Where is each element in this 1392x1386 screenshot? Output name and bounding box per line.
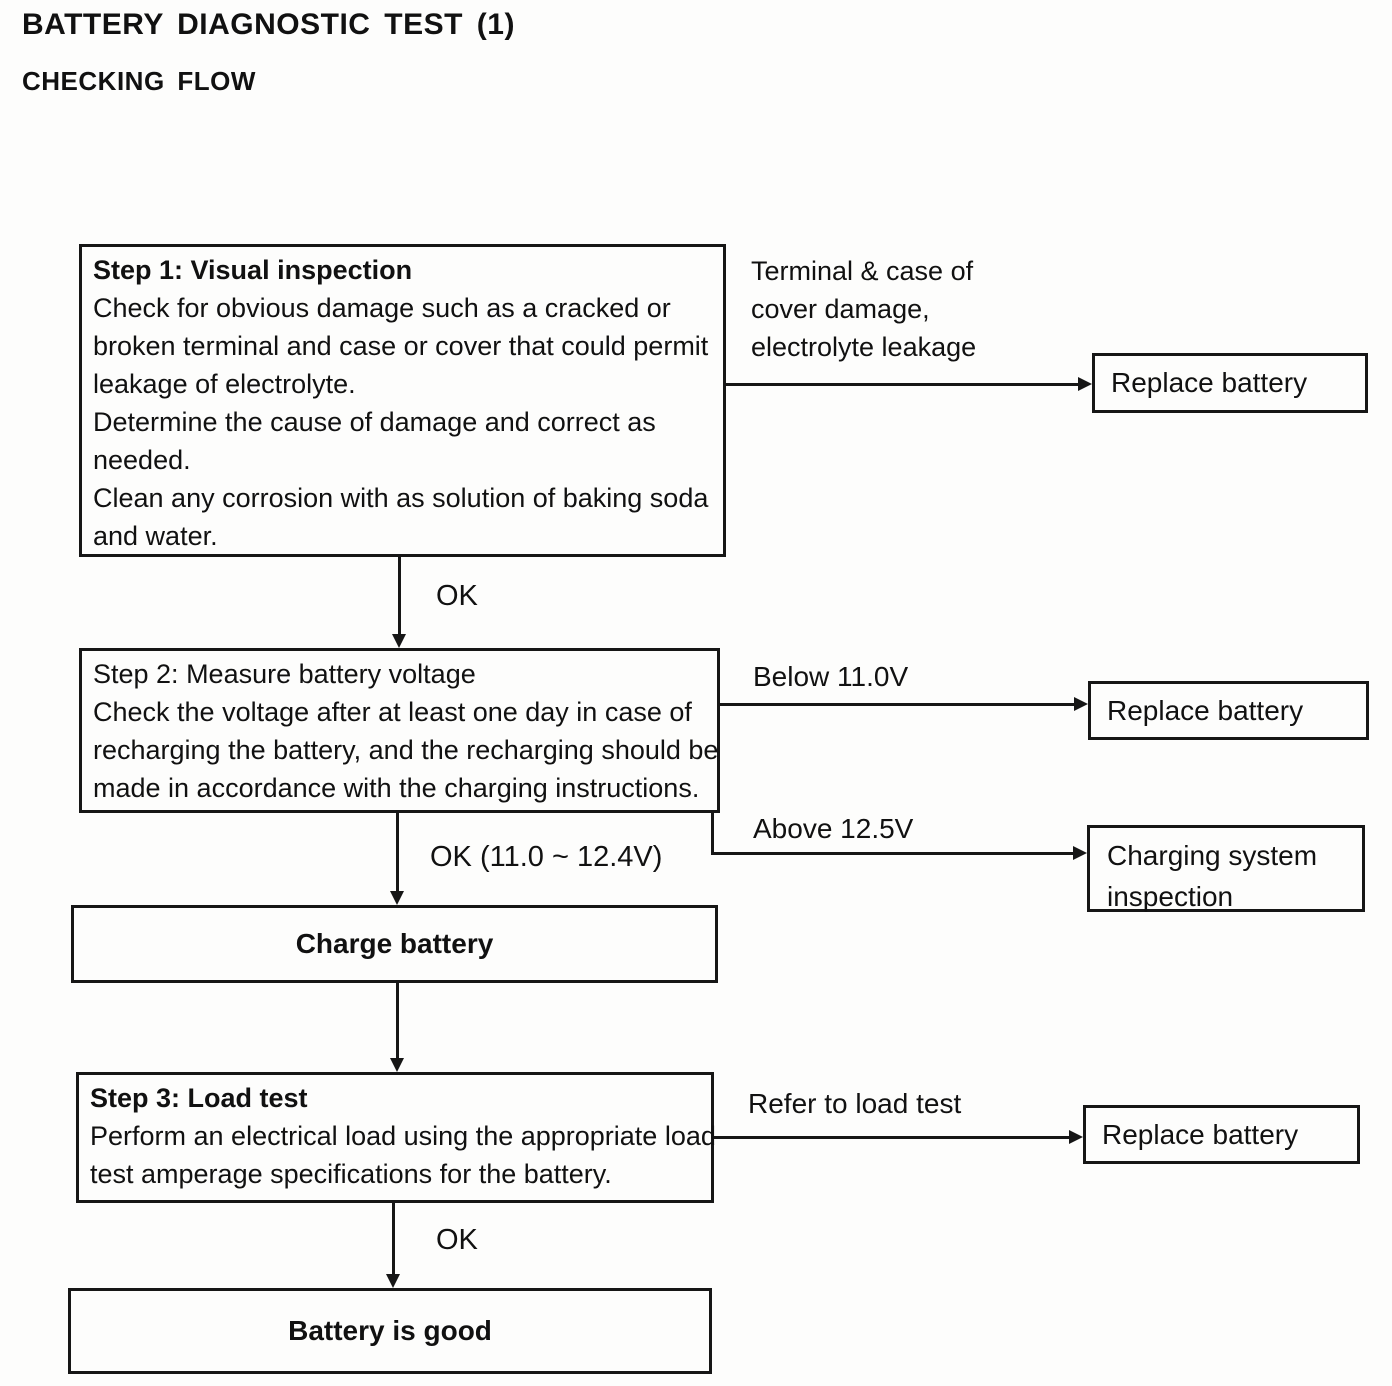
section-heading: CHECKING FLOW — [22, 66, 256, 96]
replace-battery-box-2: Replace battery — [1088, 681, 1369, 740]
step3-text-line: Perform an electrical load using the app… — [90, 1121, 716, 1151]
connector-step2-elbow-vertical — [711, 812, 714, 855]
battery-is-good-box: Battery is good — [68, 1288, 712, 1374]
step2-text-line: recharging the battery, and the rechargi… — [93, 735, 719, 765]
step1-visual-inspection-box: Step 1: Visual inspection Check for obvi… — [79, 244, 726, 557]
replace-battery-label: Replace battery — [1102, 1118, 1299, 1150]
step3-load-test-box: Step 3: Load test Perform an electrical … — [76, 1072, 716, 1203]
branch-label-terminal-damage: Terminal & case of cover damage, electro… — [751, 252, 976, 366]
branch-label-line: Terminal & case of — [751, 256, 974, 286]
charge-battery-box: Charge battery — [71, 905, 718, 983]
charging-inspection-line: inspection — [1107, 881, 1234, 912]
replace-battery-label: Replace battery — [1111, 367, 1308, 398]
step2-text-line: made in accordance with the charging ins… — [93, 773, 700, 803]
arrowhead-right-icon — [1078, 377, 1092, 391]
step3-text-line: test amperage specifications for the bat… — [90, 1159, 612, 1189]
step2-text-line: Check the voltage after at least one day… — [93, 697, 692, 727]
connector-step3-to-good — [392, 1202, 395, 1276]
charging-inspection-line: Charging system — [1107, 840, 1318, 871]
step2-measure-voltage-box: Step 2: Measure battery voltage Check th… — [79, 648, 720, 813]
arrowhead-down-icon — [386, 1274, 400, 1288]
step1-text-line: leakage of electrolyte. — [93, 369, 356, 399]
step1-text-line: broken terminal and case or cover that c… — [93, 331, 709, 361]
arrowhead-down-icon — [392, 634, 406, 648]
edge-label-ok-3: OK — [436, 1224, 478, 1256]
connector-step1-to-step2 — [398, 557, 401, 637]
connector-step2-to-charge — [396, 812, 399, 893]
connector-step3-to-replace3 — [714, 1136, 1071, 1139]
arrowhead-down-icon — [390, 891, 404, 905]
replace-battery-box-1: Replace battery — [1092, 353, 1368, 413]
edge-label-ok-2: OK (11.0 ~ 12.4V) — [430, 841, 663, 873]
step1-heading: Step 1: Visual inspection — [93, 255, 413, 285]
replace-battery-label: Replace battery — [1107, 694, 1304, 726]
arrowhead-right-icon — [1074, 697, 1088, 711]
branch-label-line: electrolyte leakage — [751, 332, 977, 362]
arrowhead-down-icon — [390, 1058, 404, 1072]
step1-text-line: Check for obvious damage such as a crack… — [93, 293, 671, 323]
connector-step2-to-replace2 — [719, 703, 1076, 706]
connector-step2-to-charging-inspection — [711, 852, 1075, 855]
battery-is-good-label: Battery is good — [288, 1315, 492, 1346]
arrowhead-right-icon — [1069, 1130, 1083, 1144]
step1-text-line: needed. — [93, 445, 191, 475]
page-title: BATTERY DIAGNOSTIC TEST (1) — [22, 8, 515, 41]
charge-battery-label: Charge battery — [295, 928, 494, 959]
branch-label-line: cover damage, — [751, 294, 930, 324]
branch-label-below-voltage: Below 11.0V — [753, 661, 909, 692]
replace-battery-box-3: Replace battery — [1083, 1105, 1360, 1164]
connector-charge-to-step3 — [396, 983, 399, 1060]
edge-label-ok-1: OK — [436, 580, 478, 612]
branch-label-refer-load-test: Refer to load test — [748, 1088, 962, 1119]
step1-text-line: Determine the cause of damage and correc… — [93, 407, 656, 437]
step2-heading: Step 2: Measure battery voltage — [93, 659, 476, 689]
branch-label-above-voltage: Above 12.5V — [753, 813, 914, 844]
charging-system-inspection-box: Charging system inspection — [1087, 825, 1365, 912]
step1-text-line: Clean any corrosion with as solution of … — [93, 483, 709, 513]
arrowhead-right-icon — [1073, 846, 1087, 860]
step1-text-line: and water. — [93, 521, 218, 551]
connector-step1-to-replace1 — [726, 383, 1080, 386]
step3-heading: Step 3: Load test — [90, 1083, 308, 1113]
